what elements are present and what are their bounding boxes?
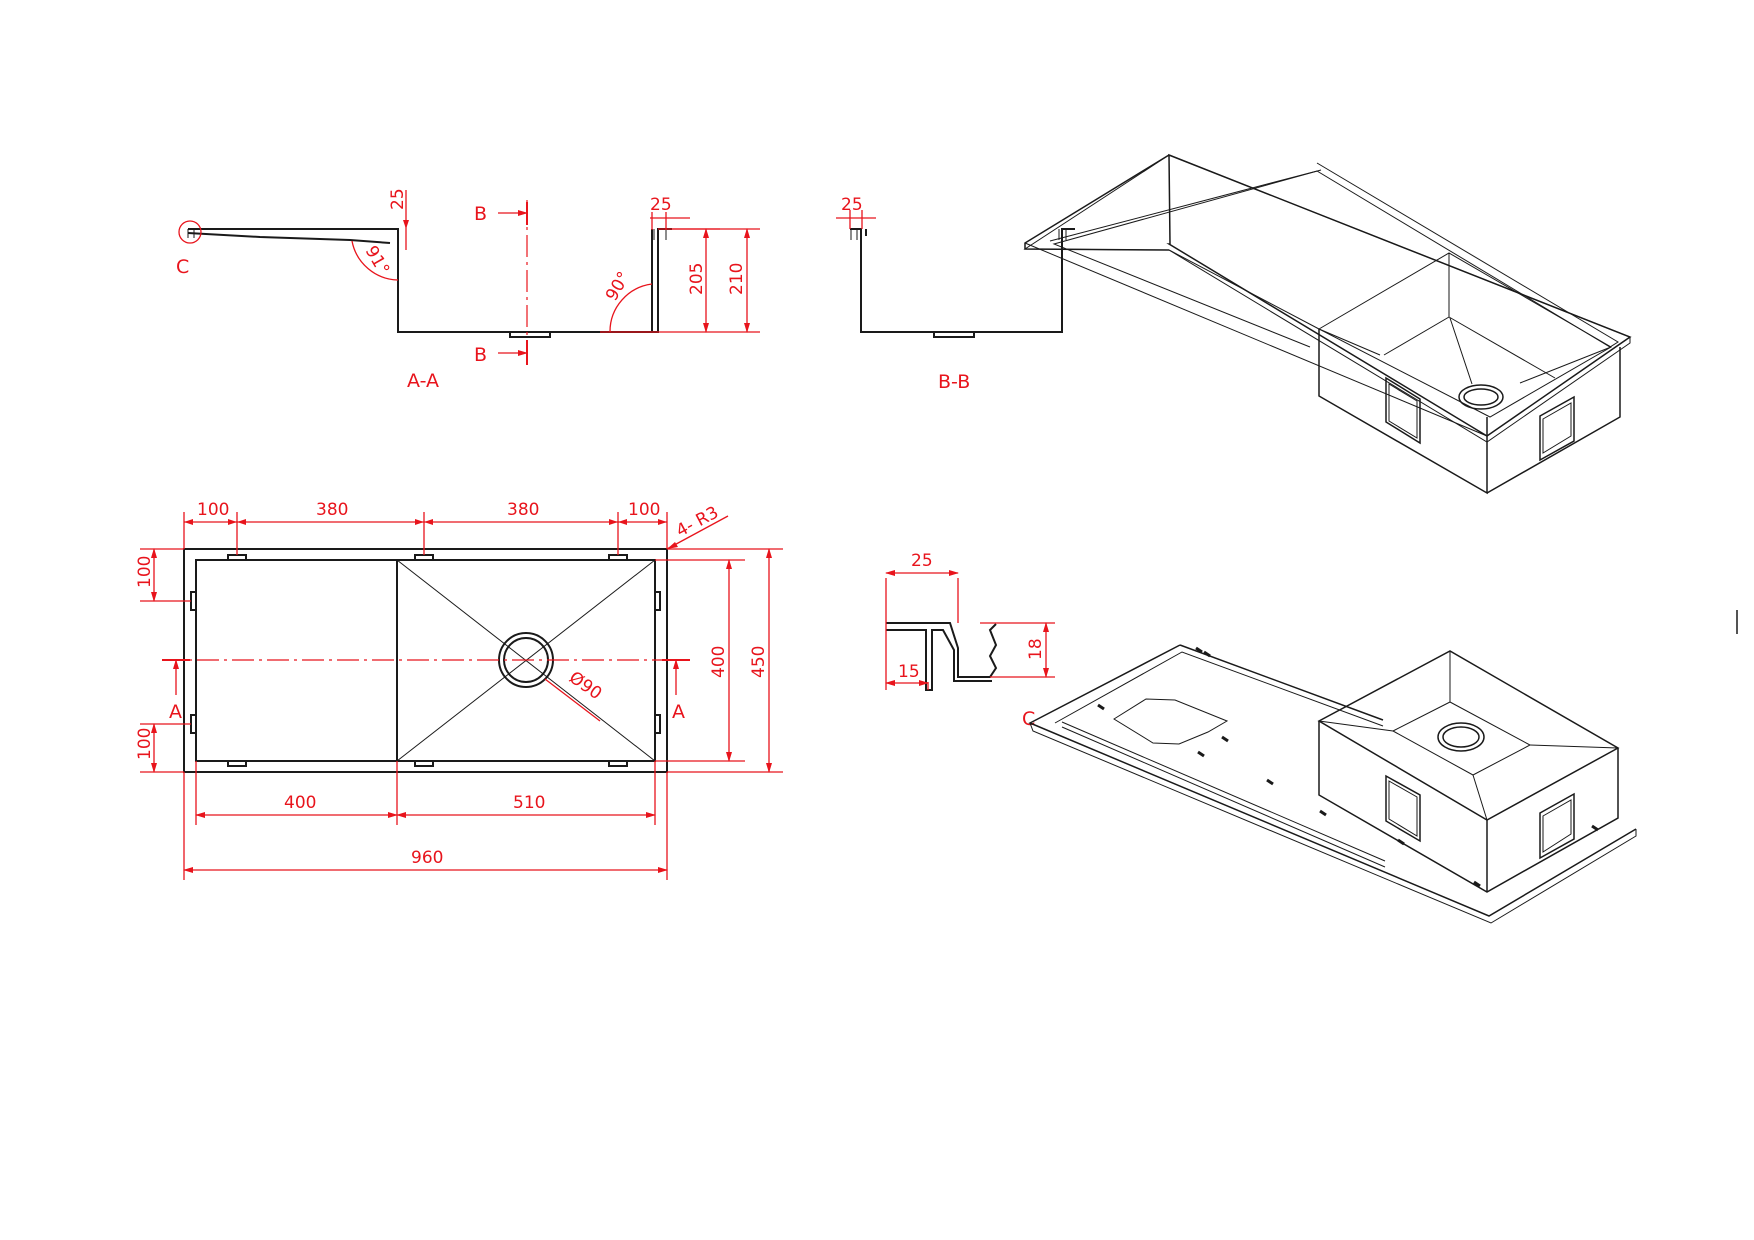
detail-c-ref: C [176,256,189,278]
label-detail-c: C [1022,708,1035,730]
cut-b-top: B [474,203,487,225]
angle-91: 91° [361,243,393,279]
plan-view: A A Ø90 100 380 380 100 4- R3 100 100 [135,500,783,880]
dim-depth-205: 205 [687,263,707,295]
dim-top-4: 100 [628,500,660,520]
label-section-bb: B-B [938,371,970,393]
isometric-top-view [1023,153,1632,495]
dim-flange-25: 25 [650,195,672,215]
dim-flange-bb: 25 [841,195,863,215]
dim-detail-25: 25 [911,551,933,571]
dim-top-3: 380 [507,500,539,520]
dim-top-1: 100 [197,500,229,520]
corner-radius: 4- R3 [673,503,722,542]
dim-bowl-510: 510 [513,793,545,813]
dim-right-400: 400 [709,646,729,678]
angle-90: 90° [602,268,634,304]
dim-lip-25: 25 [388,188,408,210]
label-section-aa: A-A [407,370,439,392]
dim-detail-15: 15 [898,662,920,682]
cut-a-right: A [672,701,685,723]
dim-detail-18: 18 [1026,638,1046,660]
dim-left-top: 100 [135,556,155,588]
dim-right-450: 450 [749,646,769,678]
dim-left-bottom: 100 [135,728,155,760]
dim-total-960: 960 [411,848,443,868]
cut-a-left: A [169,701,182,723]
mounting-clips [190,554,661,767]
dim-top-2: 380 [316,500,348,520]
section-bb-view: 25 B-B [836,195,1075,393]
detail-c-view: 25 15 18 C [885,551,1055,730]
dim-board-400: 400 [284,793,316,813]
detail-c-marker [178,220,202,244]
section-aa-view: C 25 25 205 210 91° 90° B B A-A [176,188,760,392]
cut-b-bottom: B [474,344,487,366]
dim-depth-210: 210 [727,263,747,295]
isometric-bottom-view [1028,644,1637,924]
